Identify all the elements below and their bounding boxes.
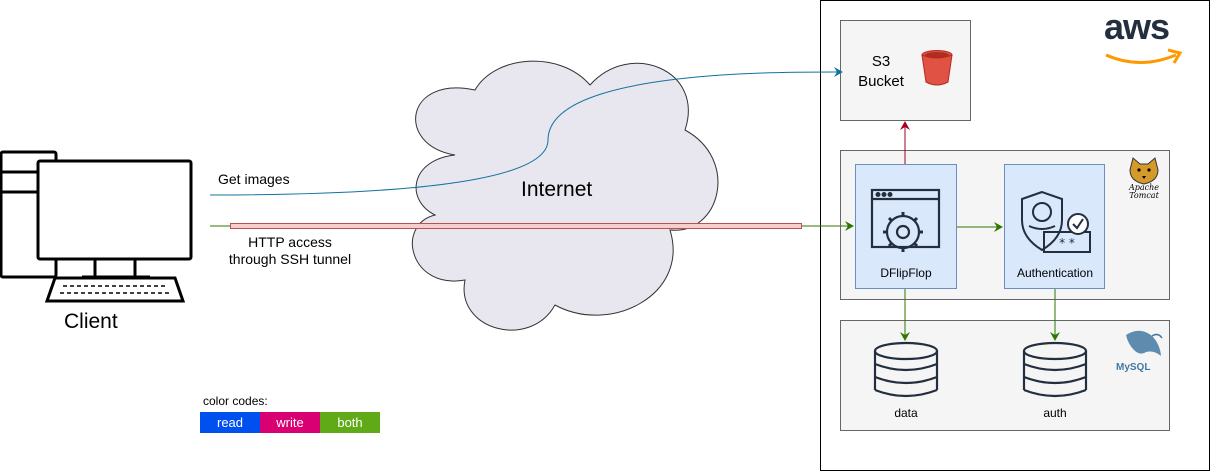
ssh-tunnel [230,223,802,229]
desktop-computer-icon [0,150,193,303]
mysql-dolphin-icon [1126,330,1163,356]
http-access-line1: HTTP access [248,234,332,250]
legend-read: read [200,412,260,433]
s3-label-line2: Bucket [858,73,904,90]
mysql-logo-text: MySQL [1116,362,1151,373]
data-db-label: data [894,406,918,420]
get-images-arrow [209,66,843,196]
s3-bucket-label: S3 Bucket [846,52,916,92]
mysql-group [840,320,1170,431]
auth-database-icon [1022,341,1088,398]
legend-title: color codes: [203,394,268,408]
http-access-label: HTTP access through SSH tunnel [210,234,370,268]
client-label: Client [64,310,118,333]
aws-smile-icon [1105,53,1177,64]
http-access-line2: through SSH tunnel [228,251,352,267]
web-app-gear-icon [870,188,941,252]
internet-label: Internet [521,178,593,201]
dflipflop-label: DFlipFlop [880,266,932,280]
auth-db-label: auth [1043,406,1067,420]
aws-logo-text: aws [1104,6,1170,47]
shield-lock-icon: * * [1021,190,1091,253]
internet-cloud [411,60,719,331]
s3-label-line1: S3 [871,53,891,70]
data-database-icon [873,341,939,398]
legend-write: write [260,412,320,433]
s3-bucket-icon [921,50,953,86]
tomcat-logo-icon [1129,157,1159,185]
svg-text:* *: * * [1059,236,1075,250]
get-images-label: Get images [218,171,290,187]
authentication-label: Authentication [1016,266,1094,280]
tomcat-logo-line1: Apache [1128,183,1160,192]
tomcat-logo-line2: Tomcat [1129,191,1159,200]
tomcat-logo-text: Apache Tomcat [1122,184,1166,200]
legend-both: both [320,412,380,433]
aws-smile-arrowhead-icon [1167,48,1183,64]
